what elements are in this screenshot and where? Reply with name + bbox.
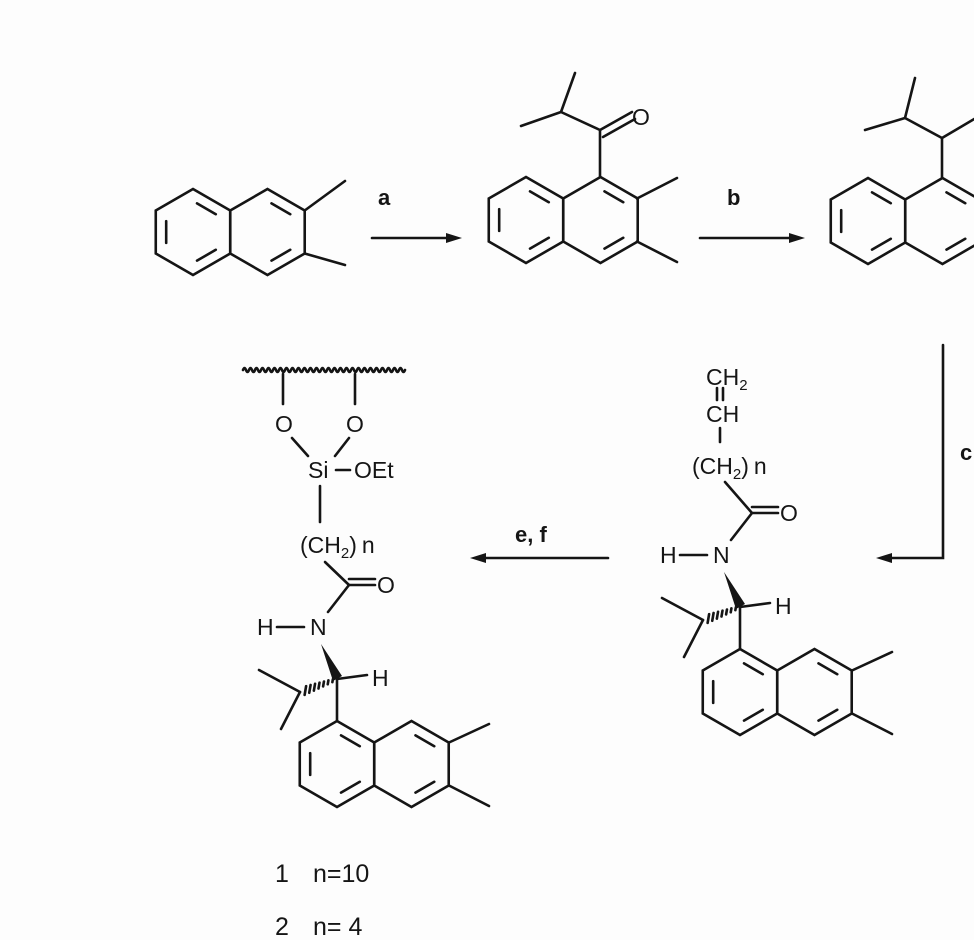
- naphthalene-ring: [154, 187, 307, 277]
- compound-dimethylnaphthalene: [303, 179, 347, 267]
- arrow-ef: e, f: [470, 522, 610, 563]
- compound-silica-bonded: O O Si OEt (CH2)n: [241, 366, 407, 587]
- hydrogen-label: H: [372, 665, 389, 691]
- silicon-label: Si: [308, 457, 328, 483]
- reagent-a-label: a: [378, 185, 391, 210]
- amide-chiral-fragment: O N H H: [660, 500, 894, 737]
- methyl-bond: [303, 252, 347, 267]
- reagent-ef-label: e, f: [515, 522, 547, 547]
- compound-number: 2: [275, 913, 289, 940]
- compound-ketone: O: [519, 71, 679, 264]
- naphthalene-rings: [154, 175, 974, 277]
- oxygen-label: O: [346, 411, 364, 437]
- arrowhead-icon: [470, 553, 486, 563]
- compound-number: 1: [275, 860, 289, 888]
- arrow-c: c: [876, 343, 972, 563]
- ch2n-label: (CH2)n: [300, 532, 375, 562]
- arrowhead-icon: [446, 233, 462, 243]
- oxygen-label: O: [275, 411, 293, 437]
- naphthalene-ring: [487, 175, 640, 265]
- hydrogen-label: H: [257, 614, 274, 640]
- reagent-c-label: c: [960, 440, 972, 465]
- arrow-b: b: [698, 185, 805, 243]
- compound-legend: 1 n=10 2 n= 4: [275, 860, 369, 940]
- naphthalene-ring: [701, 647, 854, 737]
- amide-chiral-fragment: O N H H: [257, 572, 491, 809]
- compound-n-value: n= 4: [313, 913, 362, 940]
- methyl-bond: [303, 179, 347, 212]
- oxygen-label: O: [780, 500, 798, 526]
- ch2n-label: (CH2)n: [692, 453, 767, 483]
- silica-surface: [241, 366, 407, 374]
- hydrogen-label: H: [660, 542, 677, 568]
- nitrogen-label: N: [713, 542, 730, 568]
- naphthalene-ring: [298, 719, 451, 809]
- compound-alkenyl-amide: CH2 CH (CH2)n: [692, 364, 767, 515]
- ethoxy-label: OEt: [354, 457, 394, 483]
- reagent-b-label: b: [727, 185, 740, 210]
- compound-alcohol-partial: [863, 76, 974, 180]
- nitrogen-label: N: [310, 614, 327, 640]
- wedge-bond: [724, 572, 745, 609]
- compound-n-value: n=10: [313, 860, 369, 888]
- arrow-a: a: [370, 185, 462, 243]
- arrowhead-icon: [876, 553, 892, 563]
- oxygen-label: O: [377, 572, 395, 598]
- oxygen-label: O: [632, 104, 650, 130]
- naphthalene-ring: [829, 176, 974, 266]
- ch-label: CH: [706, 401, 739, 427]
- arrowhead-icon: [789, 233, 805, 243]
- wedge-bond: [321, 644, 342, 681]
- hydrogen-label: H: [775, 593, 792, 619]
- ch2-terminal-label: CH2: [706, 364, 748, 394]
